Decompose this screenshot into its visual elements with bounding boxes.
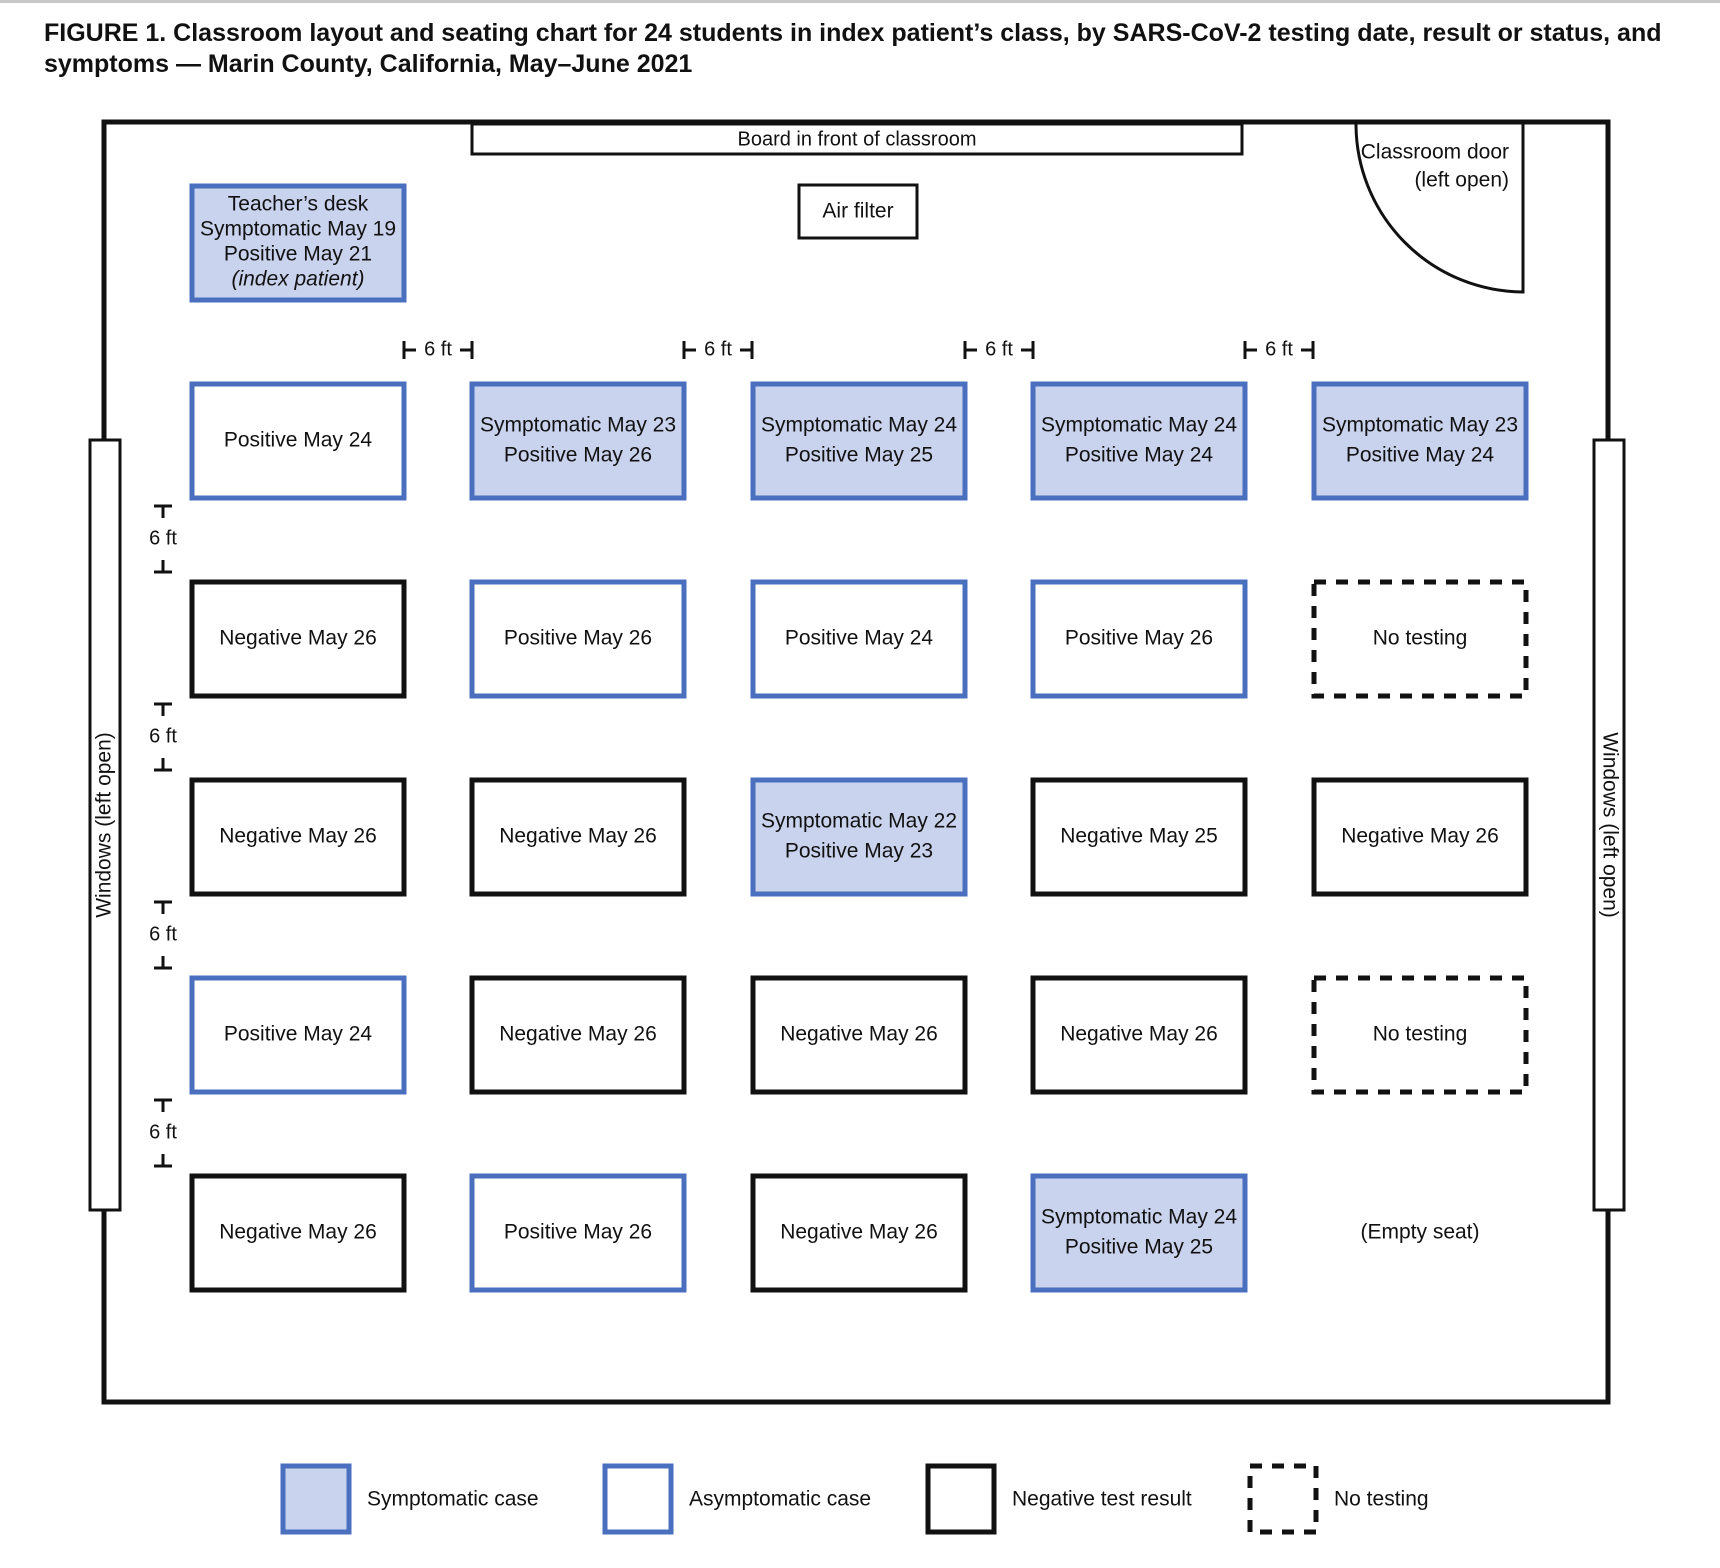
seat-3-4 <box>1030 777 1248 897</box>
top-rule <box>0 0 1720 3</box>
seat-3-2 <box>469 777 687 897</box>
seat-label: Symptomatic May 24 <box>1041 414 1237 437</box>
seat-4-1 <box>189 975 407 1095</box>
seat-2-1 <box>189 579 407 699</box>
seat-label: (Empty seat) <box>1360 1221 1479 1244</box>
seat-label: Positive May 23 <box>785 840 933 863</box>
seat-2-5 <box>1311 579 1529 699</box>
seat-label: No testing <box>1373 1023 1468 1046</box>
seat-label: Positive May 25 <box>785 444 933 467</box>
air-filter-label: Air filter <box>822 200 893 223</box>
seat-label: Symptomatic May 24 <box>1041 1206 1237 1229</box>
spacing-label-vertical: 6 ft <box>149 923 177 945</box>
seat-label: Negative May 26 <box>780 1023 938 1046</box>
seat-1-5 <box>1311 381 1529 501</box>
seat-5-4 <box>1030 1173 1248 1293</box>
seat-label: Symptomatic May 23 <box>480 414 676 437</box>
seat-2-2 <box>469 579 687 699</box>
air-filter <box>797 183 919 240</box>
seat-label: Positive May 25 <box>1065 1236 1213 1259</box>
spacing-label-vertical: 6 ft <box>149 725 177 747</box>
legend-swatch-notest <box>1247 1463 1319 1535</box>
teacher-desk <box>189 183 407 303</box>
seat-label: Negative May 26 <box>1341 825 1499 848</box>
seat-3-3 <box>750 777 968 897</box>
seat-label: Positive May 24 <box>785 627 934 650</box>
seat-label: Negative May 26 <box>219 1221 377 1244</box>
seat-label: Positive May 26 <box>504 444 652 467</box>
seat-label: Negative May 26 <box>780 1221 938 1244</box>
seat-label: Negative May 25 <box>1060 825 1218 848</box>
seat-2-4 <box>1030 579 1248 699</box>
legend-swatch-negative <box>925 1463 997 1535</box>
legend-swatch-asymptomatic <box>602 1463 674 1535</box>
seat-label: Negative May 26 <box>219 825 377 848</box>
seat-4-4 <box>1030 975 1248 1095</box>
legend-label-negative: Negative test result <box>1012 1488 1192 1511</box>
seat-label: Symptomatic May 23 <box>1322 414 1518 437</box>
teacher-desk-line: Symptomatic May 19 <box>200 218 396 241</box>
seat-2-3 <box>750 579 968 699</box>
seat-4-5 <box>1311 975 1529 1095</box>
seat-label: Positive May 26 <box>1065 627 1213 650</box>
seat-5-1 <box>189 1173 407 1293</box>
spacing-label-vertical: 6 ft <box>149 1121 177 1143</box>
seat-label: Negative May 26 <box>499 825 657 848</box>
seat-label: Positive May 26 <box>504 1221 652 1244</box>
spacing-label-horizontal: 6 ft <box>1265 338 1293 360</box>
seat-3-1 <box>189 777 407 897</box>
door-label: Classroom door <box>1361 141 1509 164</box>
spacing-label-horizontal: 6 ft <box>424 338 452 360</box>
teacher-desk-line: (index patient) <box>231 268 364 291</box>
legend-label-asymptomatic: Asymptomatic case <box>689 1488 871 1511</box>
seat-label: Positive May 26 <box>504 627 652 650</box>
legend-swatch-symptomatic <box>280 1463 352 1535</box>
seat-label: Positive May 24 <box>224 429 373 452</box>
board-label: Board in front of classroom <box>738 128 977 150</box>
legend-label-notest: No testing <box>1334 1488 1429 1511</box>
window-left-label: Windows (left open) <box>93 732 116 918</box>
seat-1-1 <box>189 381 407 501</box>
seat-label: Positive May 24 <box>224 1023 373 1046</box>
classroom-door <box>1354 123 1525 294</box>
seat-3-5 <box>1311 777 1529 897</box>
window-left <box>88 438 122 1212</box>
seat-label: Positive May 24 <box>1065 444 1214 467</box>
figure-title: FIGURE 1. Classroom layout and seating c… <box>44 19 1662 78</box>
window-right <box>1592 438 1626 1212</box>
seat-label: Negative May 26 <box>499 1023 657 1046</box>
seat-label: Symptomatic May 22 <box>761 810 957 833</box>
seat-label: No testing <box>1373 627 1468 650</box>
spacing-label-vertical: 6 ft <box>149 527 177 549</box>
seat-5-3 <box>750 1173 968 1293</box>
seat-4-2 <box>469 975 687 1095</box>
window-right-label: Windows (left open) <box>1598 732 1621 918</box>
seat-label: Positive May 24 <box>1346 444 1495 467</box>
board <box>470 122 1244 156</box>
door-label-note: (left open) <box>1414 169 1509 192</box>
seat-4-3 <box>750 975 968 1095</box>
seat-label: Symptomatic May 24 <box>761 414 957 437</box>
seat-1-3 <box>750 381 968 501</box>
legend-label-symptomatic: Symptomatic case <box>367 1488 539 1511</box>
spacing-label-horizontal: 6 ft <box>985 338 1013 360</box>
seat-label: Negative May 26 <box>1060 1023 1218 1046</box>
seat-label: Negative May 26 <box>219 627 377 650</box>
teacher-desk-line: Teacher’s desk <box>228 193 369 216</box>
spacing-label-horizontal: 6 ft <box>704 338 732 360</box>
seat-1-4 <box>1030 381 1248 501</box>
seat-5-2 <box>469 1173 687 1293</box>
teacher-desk-line: Positive May 21 <box>224 243 372 266</box>
seat-1-2 <box>469 381 687 501</box>
